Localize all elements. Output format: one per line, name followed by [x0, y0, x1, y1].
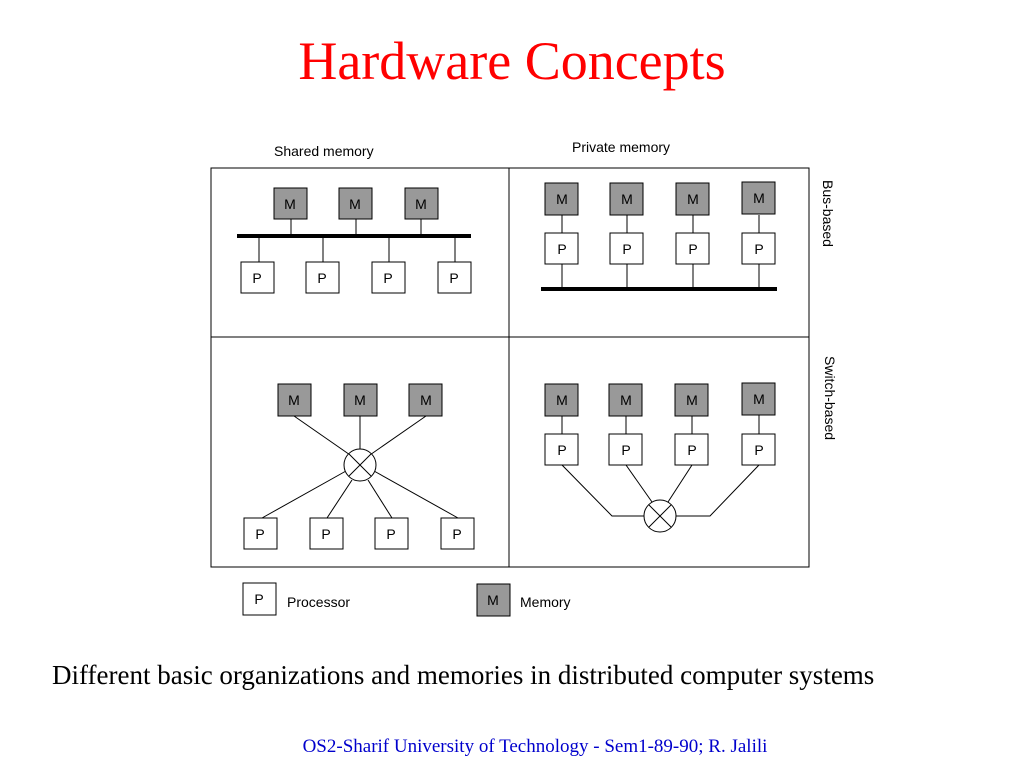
svg-text:M: M	[620, 392, 632, 408]
memory-box: M	[608, 383, 643, 417]
processor-box: P	[243, 517, 278, 550]
svg-text:P: P	[688, 241, 697, 257]
memory-box: M	[544, 383, 579, 417]
memory-box: M	[674, 383, 709, 417]
svg-text:P: P	[622, 241, 631, 257]
quadrant-private-bus: M M M M P P P P	[541, 181, 777, 291]
processor-box: P	[437, 261, 472, 294]
legend: P Processor M Memory	[242, 582, 571, 617]
svg-text:M: M	[284, 196, 296, 212]
processor-box: P	[544, 232, 579, 265]
svg-text:P: P	[452, 526, 461, 542]
svg-text:P: P	[754, 442, 763, 458]
quadrant-private-switch: M M M M P P P P	[544, 382, 776, 533]
memory-box: M	[741, 382, 776, 416]
processor-box: P	[741, 232, 776, 265]
svg-text:M: M	[556, 392, 568, 408]
legend-processor-text: Processor	[287, 594, 350, 610]
memory-box: M	[408, 383, 443, 417]
memory-box: M	[544, 182, 579, 216]
svg-text:P: P	[621, 442, 630, 458]
memory-box: M	[741, 181, 776, 215]
svg-text:M: M	[288, 392, 300, 408]
slide-title: Hardware Concepts	[298, 31, 726, 91]
svg-text:P: P	[557, 442, 566, 458]
label-private-memory: Private memory	[572, 139, 670, 155]
slide-caption: Different basic organizations and memori…	[52, 660, 875, 690]
processor-box: P	[544, 433, 579, 466]
label-switch-based: Switch-based	[822, 356, 838, 440]
processor-box: P	[374, 517, 409, 550]
memory-box: M	[343, 383, 378, 417]
svg-text:P: P	[754, 241, 763, 257]
svg-text:M: M	[621, 191, 633, 207]
label-bus-based: Bus-based	[820, 180, 836, 247]
svg-text:M: M	[354, 392, 366, 408]
svg-text:P: P	[449, 270, 458, 286]
memory-box: M	[609, 182, 644, 216]
legend-memory-text: Memory	[520, 594, 571, 610]
memory-box: M	[338, 187, 373, 220]
memory-box: M	[675, 182, 710, 216]
processor-box: P	[675, 232, 710, 265]
processor-box: P	[609, 232, 644, 265]
processor-box: P	[309, 517, 344, 550]
svg-text:P: P	[383, 270, 392, 286]
label-shared-memory: Shared memory	[274, 143, 374, 159]
svg-text:M: M	[349, 196, 361, 212]
legend-processor-box: P	[242, 582, 277, 616]
crossbar-switch-icon	[643, 499, 677, 533]
crossbar-switch-icon	[343, 448, 377, 482]
processor-box: P	[608, 433, 643, 466]
svg-text:M: M	[487, 592, 499, 608]
svg-text:M: M	[556, 191, 568, 207]
processor-box: P	[305, 261, 340, 294]
slide-footer: OS2-Sharif University of Technology - Se…	[302, 736, 768, 757]
svg-text:P: P	[557, 241, 566, 257]
processor-box: P	[371, 261, 406, 294]
processor-box: P	[674, 433, 709, 466]
svg-text:P: P	[255, 526, 264, 542]
svg-text:P: P	[317, 270, 326, 286]
processor-box: P	[440, 517, 475, 550]
legend-memory-box: M	[476, 583, 511, 617]
svg-text:M: M	[415, 196, 427, 212]
svg-text:P: P	[321, 526, 330, 542]
memory-box: M	[404, 187, 439, 220]
svg-text:M: M	[686, 392, 698, 408]
memory-box: M	[273, 187, 308, 220]
svg-text:P: P	[254, 591, 263, 607]
memory-box: M	[277, 383, 312, 417]
svg-text:P: P	[386, 526, 395, 542]
svg-text:M: M	[753, 391, 765, 407]
svg-text:M: M	[420, 392, 432, 408]
quadrant-shared-switch: M M M P P P P	[243, 383, 475, 550]
processor-box: P	[741, 433, 776, 466]
svg-text:P: P	[252, 270, 261, 286]
diagram-frame	[210, 167, 810, 568]
svg-text:P: P	[687, 442, 696, 458]
svg-text:M: M	[687, 191, 699, 207]
quadrant-shared-bus: M M M P P P P	[237, 187, 472, 294]
processor-box: P	[240, 261, 275, 294]
svg-text:M: M	[753, 190, 765, 206]
